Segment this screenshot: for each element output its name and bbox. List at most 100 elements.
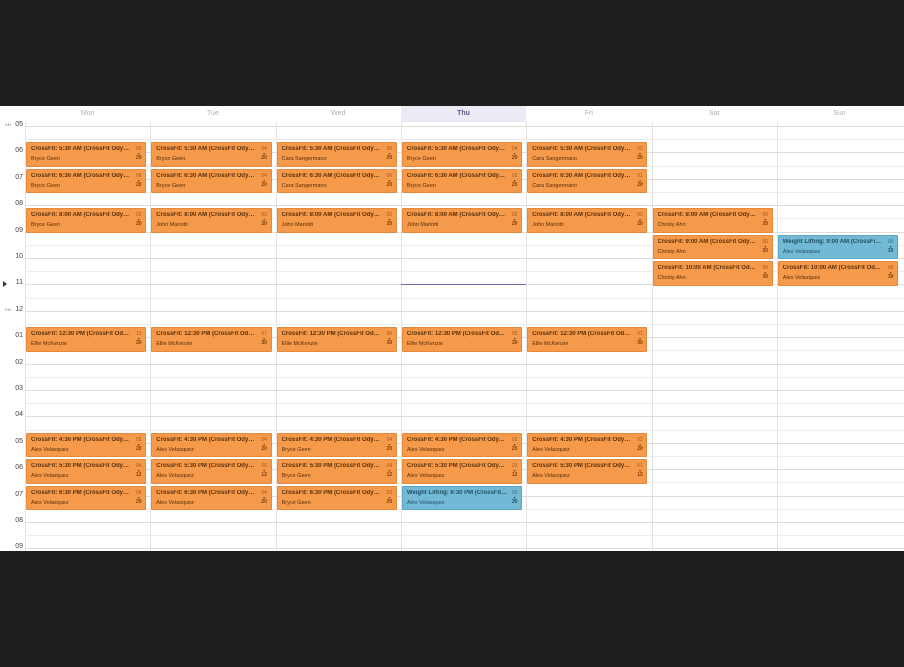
class-event[interactable]: CrossFit: 12:30 PM (CrossFit Odyss...Ell… <box>401 327 523 352</box>
day-header-thu[interactable]: Thu <box>400 106 527 122</box>
class-event[interactable]: CrossFit: 8:00 AM (CrossFit Odyssey) Bryc… <box>26 208 147 233</box>
event-title: CrossFit: 5:30 AM (CrossFit Odyssey) <box>156 146 257 153</box>
current-time-arrow-icon <box>3 281 7 288</box>
capacity-count: 30 <box>511 498 518 505</box>
class-event[interactable]: CrossFit: 4:30 PM (CrossFit Odyssey)Alex… <box>151 432 272 458</box>
class-event[interactable]: CrossFit: 9:00 AM (CrossFit Odyssey)Chri… <box>652 234 773 260</box>
hour-number: 03 <box>15 385 23 392</box>
class-event[interactable]: Weight Lifting: 9:00 AM (CrossFit O...Al… <box>777 234 899 260</box>
class-event[interactable]: CrossFit: 5:30 AM (CrossFit Odyssey)Cara… <box>276 142 397 167</box>
class-event[interactable]: CrossFit: 8:00 AM (CrossFit Odyssey)John… <box>276 208 397 233</box>
class-event[interactable]: CrossFit: 6:30 PM (CrossFit Odyssey)Alex… <box>26 485 147 510</box>
column-divider <box>776 122 778 551</box>
day-header-sun[interactable]: Sun <box>833 110 846 117</box>
column-divider <box>150 122 152 551</box>
class-event[interactable]: CrossFit: 8:00 AM (CrossFit Odyssey)Chri… <box>652 208 773 233</box>
capacity-count: 20 <box>136 221 142 228</box>
class-event[interactable]: CrossFit: 12:30 PM (CrossFit Odyss...Ell… <box>26 327 147 352</box>
hour-number: 07 <box>15 173 23 181</box>
class-event[interactable]: CrossFit: 10:00 AM (CrossFit Odys...Alex… <box>777 261 899 286</box>
booked-count: 12 <box>136 331 142 338</box>
class-event[interactable]: CrossFit: 5:30 AM (CrossFit Odyssey)Bryc… <box>151 142 272 167</box>
hour-label: 10 <box>0 253 24 263</box>
class-event[interactable]: CrossFit: 5:30 AM (CrossFit Odyssey)Bryc… <box>26 142 147 167</box>
day-header-tue[interactable]: Tue <box>207 110 219 117</box>
column-divider <box>526 122 528 551</box>
booked-count: 00 <box>887 265 894 272</box>
arrow-down-icon: ▾ <box>388 494 391 500</box>
arrow-down-icon: ▾ <box>764 217 767 223</box>
class-event[interactable]: CrossFit: 4:30 PM (CrossFit Odyssey)Alex… <box>401 432 523 458</box>
class-event[interactable]: CrossFit: 4:30 PM (CrossFit Odyssey)Bryc… <box>276 432 397 458</box>
class-event[interactable]: CrossFit: 5:30 AM (CrossFit Odyssey)Bryc… <box>401 142 523 167</box>
hour-label: 09 <box>0 227 24 237</box>
capacity-count: 20 <box>386 221 393 228</box>
capacity-count: 20 <box>637 221 643 228</box>
event-coach: Bryce Geen <box>31 222 61 229</box>
class-event[interactable]: CrossFit: 8:00 AM (CrossFit Odyssey)John… <box>527 208 648 233</box>
event-title: CrossFit: 4:30 PM (CrossFit Odyssey) <box>281 436 382 443</box>
day-header-mon[interactable]: Mon <box>80 110 95 117</box>
class-event[interactable]: CrossFit: 5:30 PM (CrossFit Odyssey)Alex… <box>527 459 648 484</box>
event-capacity: 01▾30 <box>635 331 644 346</box>
class-event[interactable]: CrossFit: 4:30 PM (CrossFit Odyssey)Alex… <box>26 432 147 458</box>
capacity-count: 20 <box>386 498 393 505</box>
half-hour-line <box>25 535 904 537</box>
event-capacity: 06▾20 <box>134 146 143 161</box>
class-event[interactable]: CrossFit: 8:00 AM (CrossFit Odyssey)John… <box>151 208 272 233</box>
event-title: CrossFit: 5:30 PM (CrossFit Odyssey) <box>406 463 508 470</box>
event-capacity: 04▾20 <box>260 490 269 505</box>
event-coach: Alex Velasquez <box>406 446 445 453</box>
column-divider <box>25 122 26 551</box>
capacity-count: 20 <box>762 221 769 228</box>
event-capacity: 04▾20 <box>260 437 269 452</box>
booked-count: 04 <box>386 463 393 470</box>
hour-line <box>25 548 904 550</box>
arrow-down-icon: ▾ <box>513 441 516 447</box>
half-hour-line <box>25 297 904 299</box>
hour-number: 02 <box>15 358 23 366</box>
booked-count: 02 <box>637 146 643 153</box>
class-event[interactable]: CrossFit: 6:30 PM (CrossFit Odyssey)Alex… <box>151 485 272 510</box>
class-event[interactable]: CrossFit: 10:00 AM (CrossFit Odys...Chri… <box>652 261 773 286</box>
event-coach: Cara Sangermano <box>532 182 578 189</box>
class-event[interactable]: CrossFit: 5:30 PM (CrossFit Odyssey)Bryc… <box>276 459 397 484</box>
capacity-count: 20 <box>136 155 142 162</box>
class-event[interactable]: CrossFit: 6:30 AM (CrossFit Odyssey)Bryc… <box>26 168 147 194</box>
event-title: CrossFit: 6:30 AM (CrossFit Odyssey) <box>281 172 382 179</box>
class-event[interactable]: CrossFit: 6:30 AM (CrossFit Odyssey)Cara… <box>276 168 397 194</box>
event-title: CrossFit: 5:30 PM (CrossFit Odyssey) <box>156 463 257 470</box>
arrow-down-icon: ▾ <box>137 468 140 474</box>
class-event[interactable]: CrossFit: 5:30 PM (CrossFit Odyssey)Alex… <box>151 459 272 484</box>
day-header-wed[interactable]: Wed <box>331 110 346 117</box>
event-title: CrossFit: 8:00 AM (CrossFit Odyssey) <box>31 212 132 219</box>
event-capacity: 00▾30 <box>761 265 770 280</box>
event-title: CrossFit: 4:30 PM (CrossFit Odyssey) <box>156 436 257 443</box>
event-capacity: 06▾30 <box>385 331 394 346</box>
class-event[interactable]: CrossFit: 6:30 AM (CrossFit Odyssey)Cara… <box>527 168 648 194</box>
capacity-count: 20 <box>637 181 643 188</box>
event-coach: Ellie McKenzie <box>31 341 68 348</box>
class-event[interactable]: CrossFit: 4:30 PM (CrossFit Odyssey)Alex… <box>527 432 648 458</box>
hour-line <box>25 310 904 312</box>
arrow-down-icon: ▾ <box>764 243 767 249</box>
day-header-sat[interactable]: Sat <box>708 110 720 117</box>
class-event[interactable]: Weight Lifting: 6:30 PM (CrossFit O...Al… <box>401 485 523 510</box>
booked-count: 00 <box>762 212 769 219</box>
class-event[interactable]: CrossFit: 12:30 PM (CrossFit Odyssey)Ell… <box>276 327 397 352</box>
class-event[interactable]: CrossFit: 6:30 AM (CrossFit Odyssey)Bryc… <box>401 168 523 194</box>
class-event[interactable]: CrossFit: 8:00 AM (CrossFit Odyssey)John… <box>401 208 523 233</box>
half-hour-line <box>25 403 904 405</box>
class-event[interactable]: CrossFit: 6:30 PM (CrossFit Odyssey)Bryc… <box>276 485 397 510</box>
day-header-fri[interactable]: Fri <box>584 110 593 117</box>
class-event[interactable]: CrossFit: 5:30 AM (CrossFit Odyssey)Cara… <box>527 142 648 167</box>
arrow-down-icon: ▾ <box>638 151 641 157</box>
class-event[interactable]: CrossFit: 5:30 PM (CrossFit Odyssey)Alex… <box>401 459 523 484</box>
class-event[interactable]: CrossFit: 12:30 PM (CrossFit Odyss...Ell… <box>151 327 272 352</box>
capacity-count: 30 <box>762 274 769 281</box>
event-coach: John Mariotti <box>532 222 564 229</box>
class-event[interactable]: CrossFit: 5:30 PM (CrossFit Odyssey)Alex… <box>26 459 147 484</box>
class-event[interactable]: CrossFit: 6:30 AM (CrossFit Odyssey)Bryc… <box>151 168 272 194</box>
class-event[interactable]: CrossFit: 12:30 PM (CrossFit Odyss...Ell… <box>527 327 648 352</box>
hour-line <box>25 126 904 127</box>
